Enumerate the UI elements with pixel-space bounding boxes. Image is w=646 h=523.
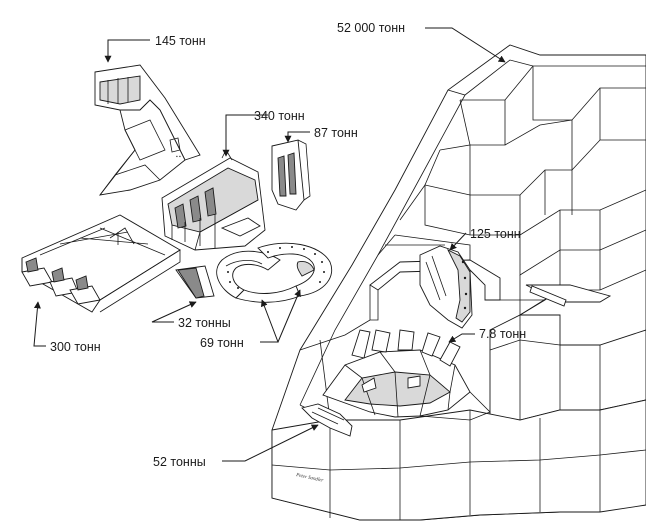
label-module-340t: 340 тонн [254, 109, 305, 123]
rings-69t-component [216, 242, 332, 303]
module-340t-component [161, 149, 266, 251]
main-hull-structure: Peter Sandler [271, 44, 646, 521]
label-total-52000t: 52 000 тонн [337, 21, 405, 35]
label-segments-7-8t: 7.8 тонн [479, 327, 526, 341]
weight-labels: 52 000 тонн 145 тонн 340 тонн 87 тонн 12… [50, 21, 526, 469]
label-plate-87t: 87 тонн [314, 126, 358, 140]
label-stern-ramp-145t: 145 тонн [155, 34, 206, 48]
label-rings-69t: 69 тонн [200, 336, 244, 350]
stern-ramp-component: ▪ ▪ [94, 64, 201, 196]
label-base-300t: 300 тонн [50, 340, 101, 354]
label-panel-32t: 32 тонны [178, 316, 231, 330]
base-300t-component [21, 214, 181, 313]
panel-32t-component [175, 265, 215, 299]
label-panel-52t: 52 тонны [153, 455, 206, 469]
svg-text:Peter Sandler: Peter Sandler [295, 473, 324, 484]
svg-text:▪ ▪: ▪ ▪ [176, 155, 181, 160]
callout-leaders [33, 27, 506, 462]
plate-87t-component [271, 139, 311, 211]
label-frame-125t: 125 тонн [470, 227, 521, 241]
